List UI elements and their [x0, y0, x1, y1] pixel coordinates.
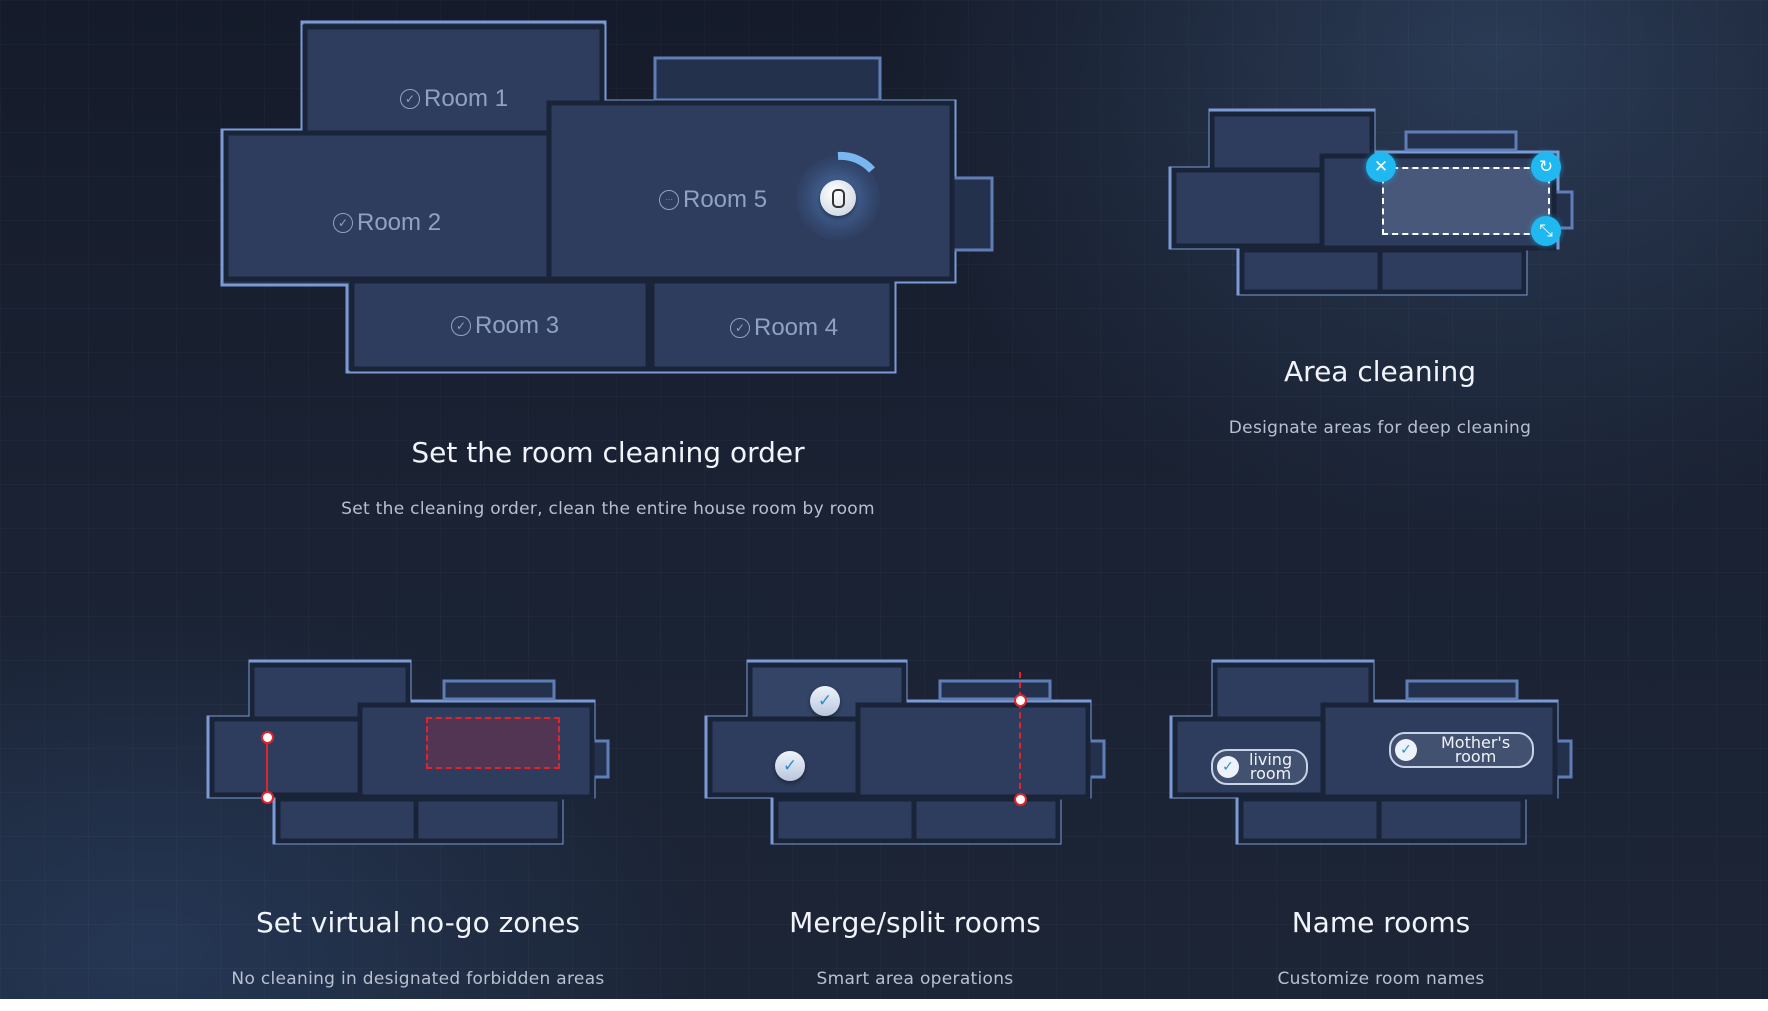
feature-title-area-cleaning: Area cleaning: [1284, 355, 1476, 388]
more-circle-icon: ···: [659, 190, 679, 210]
merge-split-map: [704, 659, 1106, 845]
check-icon: ✓: [1395, 739, 1417, 761]
feature-desc-no-go-zones: No cleaning in designated forbidden area…: [231, 969, 605, 989]
merge-check-icon[interactable]: ✓: [810, 686, 840, 716]
feature-desc-cleaning-order: Set the cleaning order, clean the entire…: [341, 499, 875, 519]
feature-title-no-go-zones: Set virtual no-go zones: [256, 906, 580, 939]
feature-desc-name-rooms: Customize room names: [1277, 969, 1485, 989]
room-2-area: [223, 130, 555, 282]
feature-title-merge-split: Merge/split rooms: [789, 906, 1041, 939]
merge-check-icon[interactable]: ✓: [775, 751, 805, 781]
feature-title-name-rooms: Name rooms: [1291, 906, 1471, 939]
split-line-endpoint-icon[interactable]: [1014, 694, 1027, 707]
bottom-edge: [0, 999, 1768, 1011]
check-icon: ✓: [1217, 756, 1239, 778]
room-4-area: [649, 278, 895, 372]
split-line[interactable]: [1019, 672, 1021, 799]
feature-title-cleaning-order: Set the room cleaning order: [411, 436, 805, 469]
room-label-room-1[interactable]: ✓ Room 1: [400, 85, 508, 113]
close-icon[interactable]: ✕: [1366, 152, 1396, 182]
no-go-zone-map: [206, 659, 610, 845]
check-circle-icon: ✓: [400, 89, 420, 109]
room-3-area: [349, 278, 651, 372]
virtual-wall-endpoint-icon[interactable]: [261, 731, 274, 744]
room-label-room-3[interactable]: ✓ Room 3: [451, 312, 559, 340]
rotate-icon[interactable]: ↻: [1531, 152, 1561, 182]
room-label-room-2[interactable]: ✓ Room 2: [333, 209, 441, 237]
main-floor-map: [220, 20, 994, 374]
room-label-room-5[interactable]: ··· Room 5: [659, 186, 767, 214]
check-circle-icon: ✓: [451, 316, 471, 336]
check-circle-icon: ✓: [730, 318, 750, 338]
feature-desc-area-cleaning: Designate areas for deep cleaning: [1228, 418, 1532, 438]
virtual-wall-endpoint-icon[interactable]: [261, 791, 274, 804]
split-line-endpoint-icon[interactable]: [1014, 793, 1027, 806]
check-circle-icon: ✓: [333, 213, 353, 233]
robot-vacuum-icon: [820, 180, 856, 216]
resize-icon[interactable]: ⤡: [1531, 216, 1561, 246]
area-cleaning-map: [1168, 108, 1574, 296]
room-5-area: [546, 100, 955, 282]
feature-desc-merge-split: Smart area operations: [816, 969, 1014, 989]
room-label-room-4[interactable]: ✓ Room 4: [730, 314, 838, 342]
room-name-tag-living-room[interactable]: ✓ living room: [1211, 749, 1309, 785]
name-rooms-map: [1169, 659, 1573, 845]
virtual-wall-line[interactable]: [266, 737, 268, 797]
no-go-zone[interactable]: [426, 717, 560, 769]
room-name-tag-mothers-room[interactable]: ✓ Mother's room: [1389, 732, 1535, 768]
selection-area[interactable]: [1382, 167, 1550, 235]
